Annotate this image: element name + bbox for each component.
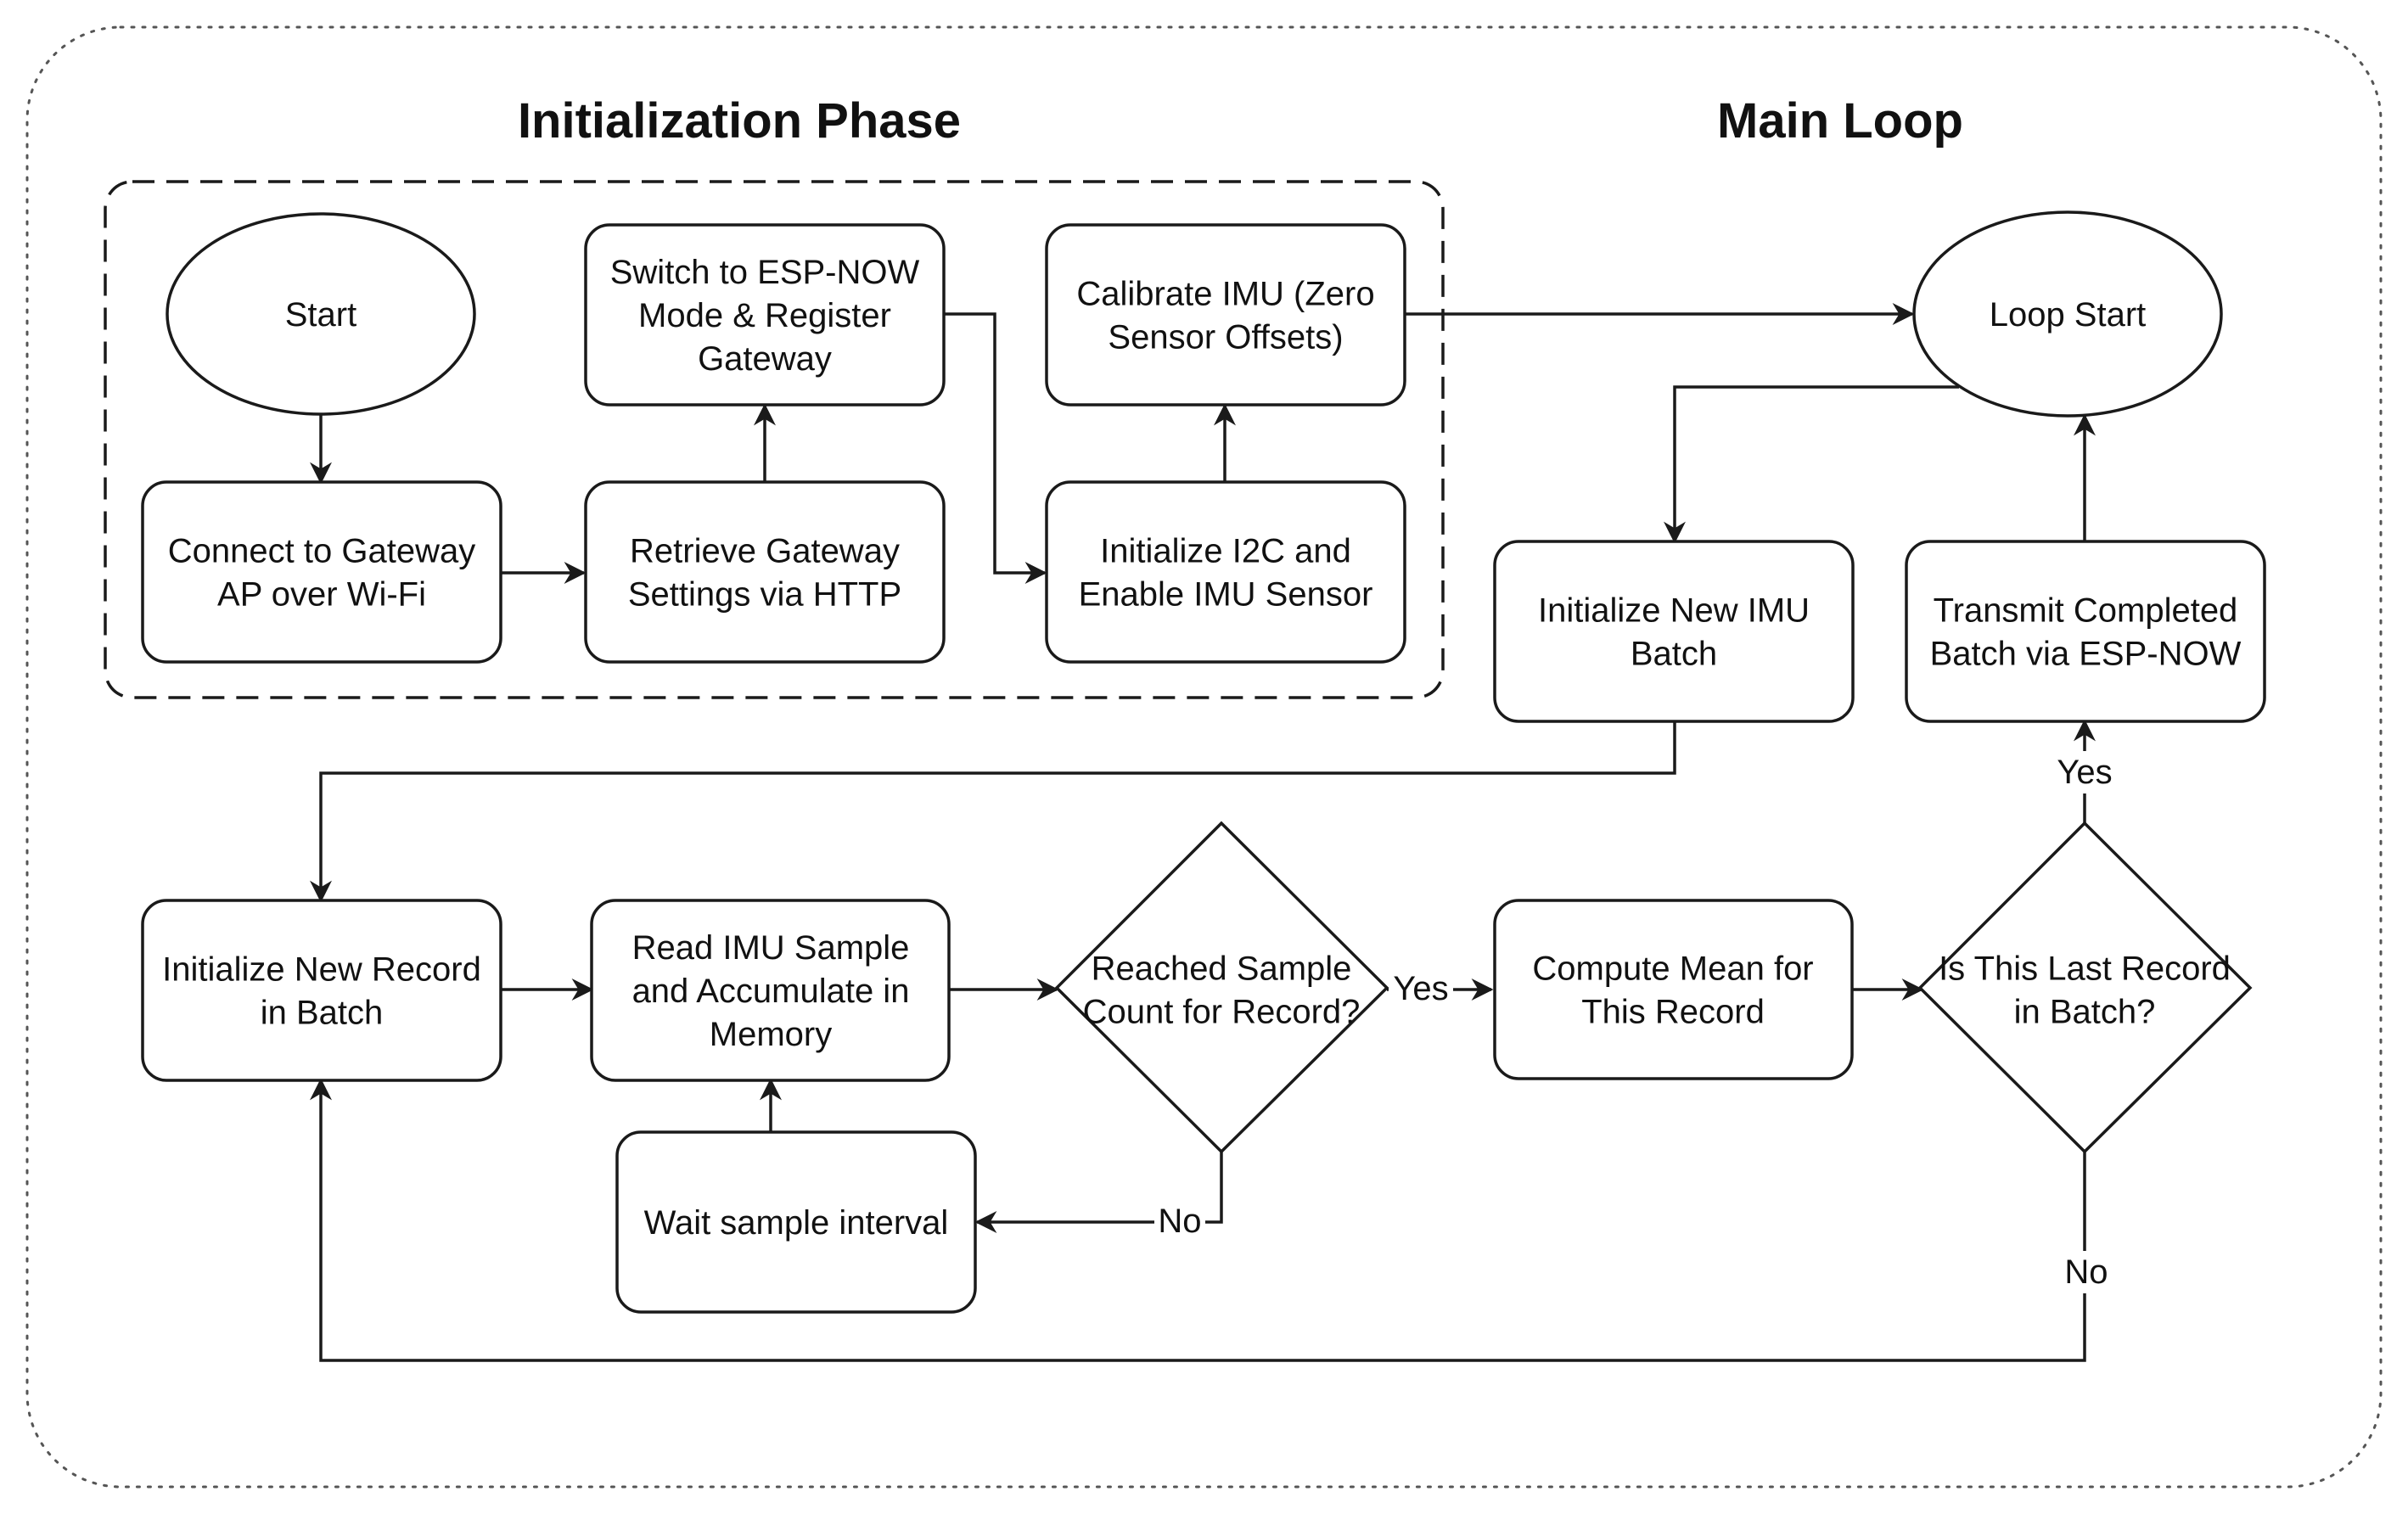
edge-labels: Yes No Yes No bbox=[1154, 751, 2117, 1293]
init-record-node: Initialize New Record in Batch bbox=[141, 899, 502, 1082]
connect-gateway-label: Connect to Gateway AP over Wi-Fi bbox=[168, 533, 475, 614]
transmit-batch-label-line: Batch via ESP-NOW bbox=[1930, 636, 2242, 673]
edge-label-reached-yes: Yes bbox=[1393, 970, 1448, 1007]
start-label-line: Start bbox=[285, 296, 356, 334]
switch-espnow-label-line: Switch to ESP-NOW bbox=[610, 254, 920, 291]
read-sample-label-line: Memory bbox=[710, 1016, 832, 1053]
init-i2c-label-line: Enable IMU Sensor bbox=[1079, 576, 1373, 614]
last-record-label-line: in Batch? bbox=[2014, 994, 2156, 1031]
loop-start-node: Loop Start bbox=[1912, 210, 2223, 418]
init-batch-label-line: Batch bbox=[1631, 636, 1717, 673]
wait-interval-node: Wait sample interval bbox=[615, 1130, 977, 1314]
compute-mean-label-line: This Record bbox=[1581, 994, 1765, 1031]
edge-label-last-yes: Yes bbox=[2057, 754, 2112, 791]
switch-espnow-label-line: Gateway bbox=[698, 340, 832, 378]
start-node: Start bbox=[166, 212, 476, 416]
last-record-decision: Is This Last Record in Batch? bbox=[1917, 821, 2253, 1154]
init-record-label-line: Initialize New Record bbox=[162, 951, 481, 989]
edge-batch-to-record bbox=[310, 721, 1676, 903]
outer-frame bbox=[25, 25, 2383, 1489]
initialization-phase-title: Initialization Phase bbox=[518, 93, 961, 149]
init-record-label: Initialize New Record in Batch bbox=[162, 951, 481, 1032]
transmit-batch-label-line: Transmit Completed bbox=[1934, 592, 2238, 630]
retrieve-settings-label-line: Settings via HTTP bbox=[628, 576, 901, 614]
reached-count-label-line: Reached Sample bbox=[1092, 950, 1352, 988]
wait-interval-label: Wait sample interval bbox=[644, 1204, 949, 1242]
init-batch-label-line: Initialize New IMU bbox=[1538, 592, 1810, 630]
calibrate-imu-label-line: Calibrate IMU (Zero bbox=[1076, 276, 1374, 313]
init-batch-label: Initialize New IMU Batch bbox=[1538, 592, 1810, 673]
init-record-label-line: in Batch bbox=[261, 995, 384, 1032]
edge-label-reached-no: No bbox=[1158, 1203, 1201, 1240]
start-label: Start bbox=[285, 296, 356, 334]
edge-label-last-no: No bbox=[2064, 1253, 2108, 1291]
connect-gateway-node: Connect to Gateway AP over Wi-Fi bbox=[141, 480, 502, 664]
init-batch-node: Initialize New IMU Batch bbox=[1493, 540, 1855, 723]
calibrate-imu-label-line: Sensor Offsets) bbox=[1108, 319, 1343, 356]
connect-gateway-label-line: Connect to Gateway bbox=[168, 533, 475, 570]
read-sample-node: Read IMU Sample and Accumulate in Memory bbox=[590, 899, 951, 1082]
wait-interval-label-line: Wait sample interval bbox=[644, 1204, 949, 1242]
retrieve-settings-label-line: Retrieve Gateway bbox=[630, 533, 900, 570]
init-i2c-label-line: Initialize I2C and bbox=[1100, 533, 1351, 570]
connect-gateway-label-line: AP over Wi-Fi bbox=[217, 576, 426, 614]
read-sample-label: Read IMU Sample and Accumulate in Memory bbox=[632, 929, 910, 1053]
last-record-label-line: Is This Last Record bbox=[1939, 950, 2231, 988]
compute-mean-label-line: Compute Mean for bbox=[1532, 950, 1813, 988]
edge-reached-to-wait bbox=[974, 1152, 1223, 1233]
reached-count-label-line: Count for Record? bbox=[1083, 994, 1361, 1031]
edge-loop-to-batch bbox=[1664, 385, 1959, 544]
edge-switch-to-i2c bbox=[944, 312, 1047, 584]
switch-espnow-label-line: Mode & Register bbox=[638, 297, 891, 334]
read-sample-label-line: Read IMU Sample bbox=[632, 929, 910, 967]
main-loop-title: Main Loop bbox=[1717, 93, 1963, 149]
loop-start-label-line: Loop Start bbox=[1990, 296, 2147, 334]
last-record-label: Is This Last Record in Batch? bbox=[1939, 950, 2231, 1031]
loop-start-label: Loop Start bbox=[1990, 296, 2147, 334]
read-sample-label-line: and Accumulate in bbox=[632, 973, 910, 1010]
